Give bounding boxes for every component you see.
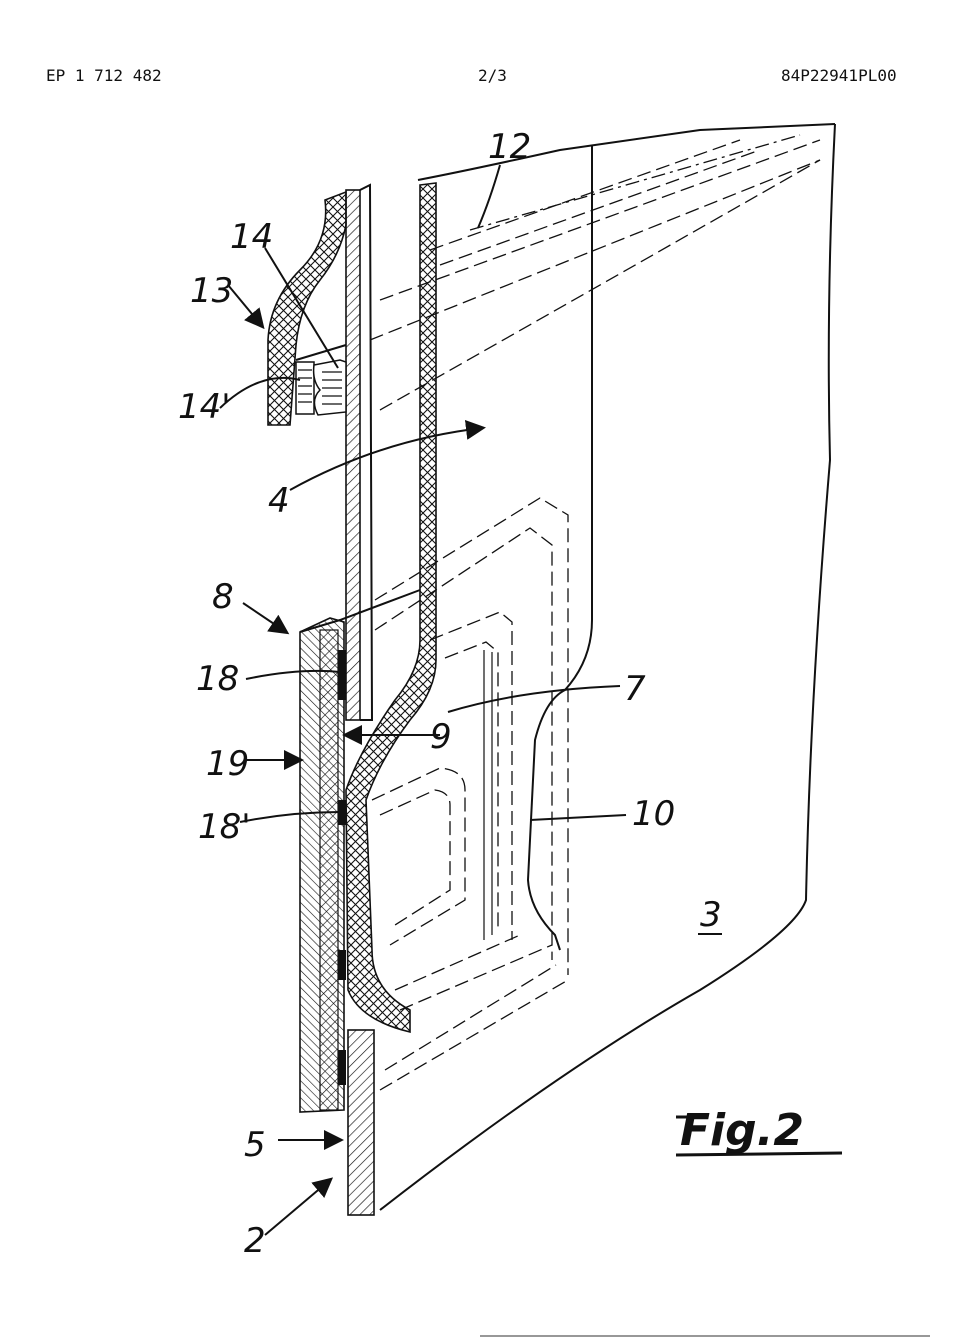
- label-18-prime: 18': [198, 807, 251, 847]
- recessed-panel: [371, 611, 553, 1011]
- leader-lines: [219, 164, 627, 1236]
- label-14: 14: [230, 217, 273, 257]
- label-3: 3: [700, 895, 722, 935]
- figure-caption: Fig.2: [675, 1105, 843, 1157]
- patent-number: EP 1 712 482: [46, 66, 162, 85]
- label-5: 5: [244, 1125, 266, 1165]
- wall-outline: [379, 123, 836, 1211]
- document-header: EP 1 712 482 2/3 84P22941PL00: [0, 66, 960, 96]
- label-4: 4: [268, 481, 290, 521]
- door-panel-19: [299, 589, 421, 1113]
- label-13: 13: [190, 271, 233, 311]
- label-19: 19: [206, 744, 249, 784]
- perspective-dashed-lines: [369, 134, 821, 1091]
- label-7: 7: [624, 669, 646, 709]
- panel-section: [345, 182, 437, 1216]
- reference-code: 84P22941PL00: [781, 66, 897, 85]
- reference-labels: 12 14 13 14' 4 8 18 7 9 19 10 18' 3 5 2: [178, 127, 722, 1261]
- page-number: 2/3: [478, 66, 507, 85]
- label-14-prime: 14': [178, 387, 231, 427]
- label-10: 10: [632, 794, 675, 834]
- label-12: 12: [488, 127, 531, 167]
- label-9: 9: [430, 717, 452, 757]
- label-2: 2: [244, 1221, 266, 1261]
- label-8: 8: [212, 577, 234, 617]
- top-profile-13: [267, 190, 347, 426]
- figure-caption-text: Fig.2: [680, 1105, 804, 1156]
- label-18: 18: [196, 659, 239, 699]
